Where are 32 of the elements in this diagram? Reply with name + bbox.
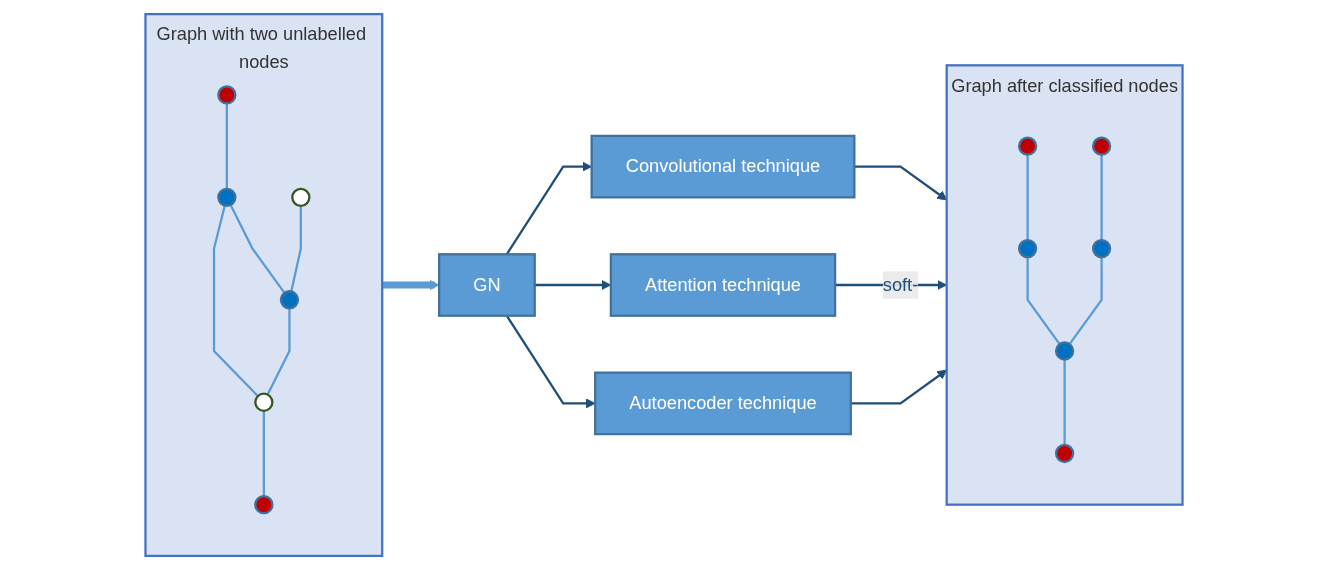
node-box: Attention technique <box>609 252 837 317</box>
connector <box>1026 154 1029 240</box>
node-label: Graph after classified nodes <box>951 75 1178 95</box>
node-circle <box>1054 443 1075 463</box>
node-label: Graph with two unlabelled nodes <box>156 23 367 71</box>
node-circle <box>217 187 237 207</box>
node-circle <box>254 494 274 514</box>
node-circle <box>291 187 311 207</box>
node-box: GN <box>438 252 536 317</box>
node-circle <box>1091 135 1112 156</box>
node-circle <box>1091 238 1112 258</box>
connector <box>290 205 302 292</box>
node-circle <box>1017 135 1038 156</box>
connector <box>212 204 259 397</box>
connector <box>1100 154 1103 240</box>
node-box: Autoencoder technique <box>594 371 852 435</box>
connector <box>1026 256 1061 345</box>
edge-label: soft- <box>882 274 919 294</box>
node-circle <box>1054 340 1075 361</box>
connector <box>266 307 291 395</box>
cluster <box>144 12 384 557</box>
node-box: Convolutional technique <box>590 134 856 198</box>
connector <box>225 102 228 189</box>
node-circle <box>1017 238 1038 258</box>
connector <box>262 410 265 496</box>
connector <box>1063 359 1066 445</box>
node-circle <box>279 289 300 309</box>
node-circle <box>254 392 274 412</box>
cluster <box>945 63 1184 506</box>
arrow <box>382 279 440 290</box>
node-circle <box>217 84 237 105</box>
connector <box>1068 256 1103 345</box>
